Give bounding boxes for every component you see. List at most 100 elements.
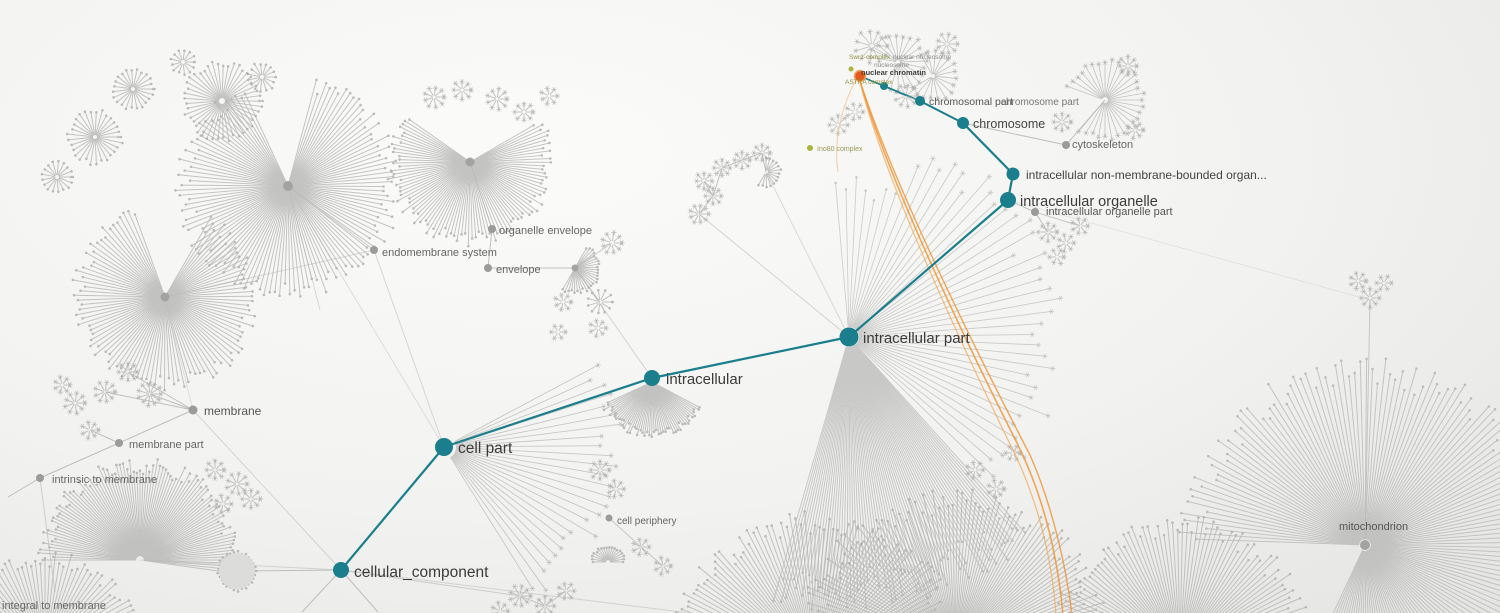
- node-mitochondrion[interactable]: [1360, 540, 1370, 550]
- node-small-disc[interactable]: [219, 553, 255, 589]
- edge: [7, 477, 41, 498]
- node-selected-term[interactable]: [853, 69, 867, 83]
- edge: [104, 391, 194, 411]
- fan-cluster: [1069, 216, 1091, 236]
- label-membrane-part[interactable]: membrane part: [129, 439, 204, 451]
- edge: [721, 159, 743, 169]
- node-membrane[interactable]: [188, 405, 198, 415]
- edge-chromosome-chromosomal-part: [919, 100, 964, 124]
- fan-cluster: [826, 113, 851, 137]
- edge: [1364, 299, 1371, 546]
- edge: [703, 180, 714, 197]
- fan-cluster: [590, 546, 626, 564]
- node-membrane-part[interactable]: [115, 439, 123, 447]
- node-chromatin[interactable]: [880, 82, 888, 90]
- label-integral-to-membrane[interactable]: integral to membrane: [2, 600, 106, 612]
- fan-cluster: [62, 390, 88, 416]
- node-intrinsic-to-membrane[interactable]: [36, 474, 44, 482]
- label-nucleosome[interactable]: nucleosome: [874, 62, 909, 69]
- label-intracellular-part[interactable]: intracellular part: [863, 330, 971, 347]
- fan-cluster: [964, 459, 986, 481]
- label-intracellular-non-membrane-bounded[interactable]: intracellular non-membrane-bounded organ…: [1026, 168, 1267, 182]
- edge: [574, 242, 613, 269]
- label-intrinsic-to-membrane[interactable]: intrinsic to membrane: [52, 474, 157, 486]
- label-intracellular-organelle[interactable]: intracellular organelle: [1020, 194, 1158, 210]
- edge: [39, 442, 120, 479]
- fan-clusters-layer: [0, 29, 1500, 613]
- fan-cluster: [561, 247, 601, 295]
- node-intracellular[interactable]: [644, 370, 660, 386]
- node-ino80-complex[interactable]: [807, 145, 813, 151]
- label-nuclear-nucleosome[interactable]: nuclear nucleosome: [893, 54, 952, 61]
- label-nuclear-chromatin[interactable]: nuclear chromatin: [861, 68, 926, 77]
- fan-cluster: [588, 458, 613, 482]
- node-cytoskeleton[interactable]: [1062, 141, 1070, 149]
- edge: [192, 409, 342, 571]
- label-swr1-complex[interactable]: Swr1-complex: [849, 54, 891, 61]
- node-endomembrane-system[interactable]: [370, 246, 378, 254]
- fan-cluster: [174, 78, 397, 298]
- label-endomembrane-system[interactable]: endomembrane system: [382, 247, 497, 259]
- label-chromosome-part[interactable]: chromosome part: [1001, 97, 1079, 108]
- label-ino80-complex[interactable]: Ino80 complex: [817, 146, 863, 153]
- label-chromosomal-part[interactable]: chromosomal part: [929, 96, 1013, 108]
- label-chromosome[interactable]: chromosome: [973, 117, 1045, 131]
- label-intracellular-organelle-part[interactable]: intracellular organelle part: [1046, 206, 1173, 218]
- fan-cluster: [111, 68, 156, 111]
- node-envelope[interactable]: [484, 264, 492, 272]
- edge: [1065, 99, 1106, 146]
- node-chromosome[interactable]: [957, 117, 969, 129]
- fan-cluster: [1178, 357, 1500, 613]
- node-intracellular-non-membrane-bounded-organelle[interactable]: [1006, 167, 1020, 181]
- fan-cluster: [52, 374, 73, 395]
- fan-cluster: [538, 85, 561, 107]
- node-cell-part[interactable]: [435, 438, 453, 456]
- orange-path-3: [858, 77, 1057, 613]
- edge: [247, 569, 342, 572]
- label-intracellular[interactable]: intracellular: [666, 371, 743, 388]
- fan-cluster: [92, 379, 119, 404]
- node-cellular-component[interactable]: [333, 562, 349, 578]
- label-organelle-envelope[interactable]: organelle envelope: [499, 225, 592, 237]
- label-mitochondrion[interactable]: mitochondrion: [1339, 521, 1408, 533]
- label-cell-part[interactable]: cell part: [458, 440, 513, 457]
- fan-cluster: [1373, 274, 1395, 292]
- fan-cluster: [653, 555, 674, 577]
- edge: [340, 569, 379, 613]
- edge: [287, 185, 321, 311]
- edge: [574, 267, 653, 379]
- fan-cluster: [1053, 515, 1308, 613]
- node-intracellular-organelle-part[interactable]: [1031, 208, 1039, 216]
- label-cellular-component[interactable]: cellular_component: [354, 564, 489, 581]
- edge-nonmembrane-chromosome: [962, 122, 1014, 175]
- node-astra-complex[interactable]: [848, 66, 854, 72]
- node-cluster-center-3[interactable]: [465, 157, 475, 167]
- fan-cluster: [552, 292, 575, 313]
- edges-layer: [7, 76, 1371, 613]
- fan-cluster: [548, 323, 569, 341]
- node-cluster-center-2[interactable]: [160, 292, 170, 302]
- orange-path-faint: [836, 77, 858, 173]
- fan-cluster: [1046, 247, 1067, 267]
- fan-cluster: [135, 381, 164, 409]
- label-cytoskeleton[interactable]: cytoskeleton: [1072, 139, 1133, 151]
- node-chromosomal-part[interactable]: [915, 96, 925, 106]
- fan-cluster: [693, 170, 715, 192]
- node-intracellular-organelle[interactable]: [1000, 192, 1016, 208]
- node-cluster-center-1[interactable]: [283, 181, 293, 191]
- label-membrane[interactable]: membrane: [204, 404, 262, 418]
- node-cluster-center-4[interactable]: [571, 264, 579, 272]
- orange-paths-layer: [836, 77, 1073, 613]
- edge: [487, 228, 493, 269]
- edge: [741, 152, 763, 161]
- fan-cluster: [731, 149, 753, 172]
- label-astra-complex[interactable]: ASTRA complex: [845, 79, 893, 86]
- node-cell-periphery[interactable]: [605, 514, 613, 522]
- node-organelle-envelope[interactable]: [488, 225, 496, 233]
- fan-cluster: [449, 362, 624, 593]
- label-envelope[interactable]: envelope: [496, 264, 541, 276]
- node-intracellular-part[interactable]: [839, 327, 859, 347]
- label-cell-periphery[interactable]: cell periphery: [617, 516, 676, 527]
